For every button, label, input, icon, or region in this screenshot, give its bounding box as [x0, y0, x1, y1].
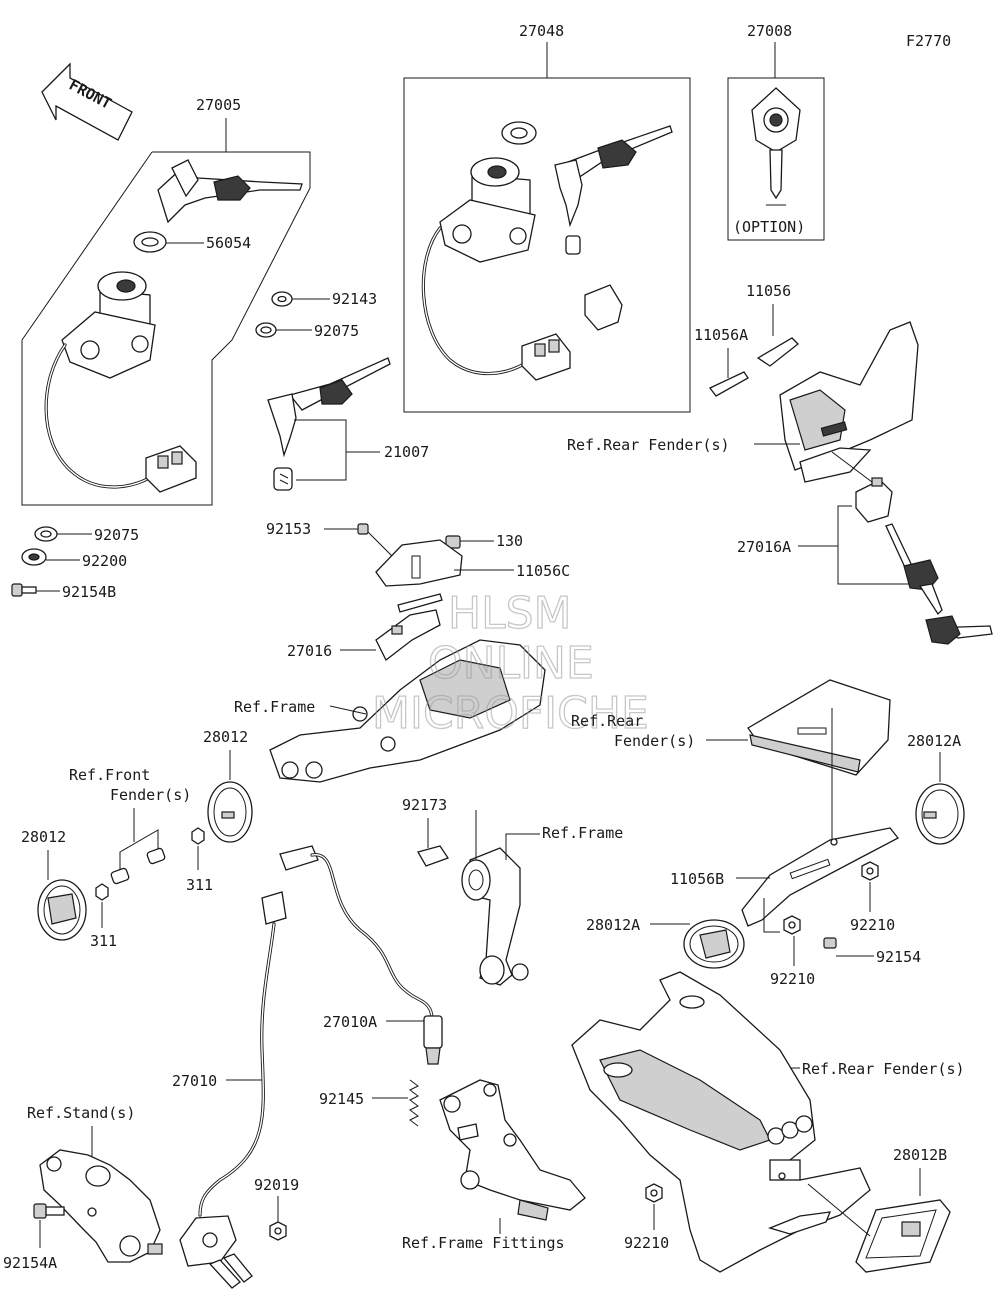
- nut-92210-upper-icon: [861, 861, 879, 881]
- label-28012-top: 28012: [203, 728, 248, 746]
- ignition-switch-27048-icon: [421, 121, 673, 381]
- svg-text:MICROFICHE: MICROFICHE: [372, 688, 649, 739]
- label-92145: 92145: [319, 1090, 364, 1108]
- clip-92173-icon: [417, 845, 449, 867]
- label-92075-lower: 92075: [94, 526, 139, 544]
- washer-92143-icon: [271, 291, 293, 307]
- label-ref-rear-fender-3: Ref.Rear Fender(s): [802, 1060, 965, 1078]
- reflector-28012-top-icon: [207, 781, 253, 843]
- washer-92200-icon: [21, 548, 47, 566]
- key-set-27016A-icon: [885, 523, 993, 645]
- spring-92145-icon: [409, 1079, 419, 1127]
- watermark: HLSM ONLINE MICROFICHE: [371, 587, 649, 739]
- label-11056A: 11056A: [694, 326, 748, 344]
- label-28012-left: 28012: [21, 828, 66, 846]
- rear-fender-lower-icon: [571, 971, 871, 1273]
- label-92153: 92153: [266, 520, 311, 538]
- nut-92210-mid-icon: [783, 915, 801, 935]
- option-label: (OPTION): [733, 218, 805, 236]
- label-92075-top: 92075: [314, 322, 359, 340]
- label-27016: 27016: [287, 642, 332, 660]
- switch-27010A-icon: [279, 845, 443, 1065]
- label-ref-rear-2a: Ref.Rear: [571, 712, 643, 730]
- label-92154: 92154: [876, 948, 921, 966]
- reflector-28012A-left-icon: [683, 919, 745, 969]
- bracket-11056B-icon: [741, 827, 899, 927]
- key-option-icon: [751, 87, 801, 206]
- frame-27005: [21, 151, 311, 506]
- label-92143: 92143: [332, 290, 377, 308]
- bolt-92154A-icon: [33, 1203, 65, 1219]
- rear-fender-upper-icon: [779, 321, 919, 483]
- label-ref-rear-2b: Fender(s): [614, 732, 695, 750]
- frame-fittings-icon: [439, 1079, 586, 1221]
- label-28012B: 28012B: [893, 1146, 947, 1164]
- label-92200: 92200: [82, 552, 127, 570]
- nut-92019-icon: [269, 1221, 287, 1241]
- ignition-switch-27005-icon: [44, 159, 303, 493]
- screw-92153-icon: [357, 523, 397, 561]
- label-11056: 11056: [746, 282, 791, 300]
- label-311-upper: 311: [186, 876, 213, 894]
- label-ref-front-a: Ref.Front: [69, 766, 150, 784]
- label-92173: 92173: [402, 796, 447, 814]
- lock-27016A-icon: [855, 477, 893, 523]
- label-ref-rear-fender-1: Ref.Rear Fender(s): [567, 436, 730, 454]
- switch-27010-icon: [179, 891, 287, 1289]
- rear-fender-plate-icon: [747, 679, 891, 776]
- side-stand-icon: [39, 1149, 163, 1263]
- bracket-11056C-icon: [375, 539, 463, 613]
- stud-lower-icon: [110, 867, 130, 885]
- label-11056C: 11056C: [516, 562, 570, 580]
- reflector-28012B-icon: [855, 1199, 951, 1273]
- label-ref-frame-fittings: Ref.Frame Fittings: [402, 1234, 565, 1252]
- label-92154B: 92154B: [62, 583, 116, 601]
- label-11056B: 11056B: [670, 870, 724, 888]
- reflector-28012A-right-icon: [915, 783, 965, 845]
- label-92210-upper: 92210: [850, 916, 895, 934]
- label-27010: 27010: [172, 1072, 217, 1090]
- label-28012A-left: 28012A: [586, 916, 640, 934]
- label-92210-mid: 92210: [770, 970, 815, 988]
- label-27008: 27008: [747, 22, 792, 40]
- label-27016A: 27016A: [737, 538, 791, 556]
- svg-text:ONLINE: ONLINE: [428, 638, 594, 689]
- stud-upper-icon: [146, 847, 166, 865]
- frame-bracket-icon: [461, 847, 529, 986]
- label-27048: 27048: [519, 22, 564, 40]
- frame-center-icon: [269, 639, 546, 783]
- svg-text:HLSM: HLSM: [448, 588, 572, 639]
- label-311-lower: 311: [90, 932, 117, 950]
- washer-92075-lower-icon: [34, 526, 58, 542]
- front-arrow-icon: FRONT: [41, 62, 133, 141]
- label-27005: 27005: [196, 96, 241, 114]
- reflector-28012-left-icon: [37, 879, 87, 941]
- nut-311-lower-icon: [95, 883, 109, 901]
- bracket-11056-icon: [709, 337, 799, 397]
- label-ref-stand: Ref.Stand(s): [27, 1104, 135, 1122]
- box-27008: [727, 77, 825, 241]
- washer-92075-icon: [255, 322, 277, 338]
- label-ref-frame-1: Ref.Frame: [234, 698, 315, 716]
- label-ref-frame-2: Ref.Frame: [542, 824, 623, 842]
- lock-27016-icon: [375, 609, 441, 661]
- label-92154A: 92154A: [3, 1254, 57, 1272]
- key-set-21007-icon: [267, 357, 391, 491]
- label-92210-lower: 92210: [624, 1234, 669, 1252]
- label-28012A-right: 28012A: [907, 732, 961, 750]
- label-ref-front-b: Fender(s): [110, 786, 191, 804]
- bolt-92154B-icon: [11, 583, 37, 597]
- label-92019: 92019: [254, 1176, 299, 1194]
- label-130: 130: [496, 532, 523, 550]
- figure-code: F2770: [906, 32, 951, 50]
- label-27010A: 27010A: [323, 1013, 377, 1031]
- nut-311-upper-icon: [191, 827, 205, 845]
- screw-92154-icon: [823, 937, 837, 949]
- label-56054: 56054: [206, 234, 251, 252]
- nut-92210-lower-icon: [645, 1183, 663, 1203]
- label-21007: 21007: [384, 443, 429, 461]
